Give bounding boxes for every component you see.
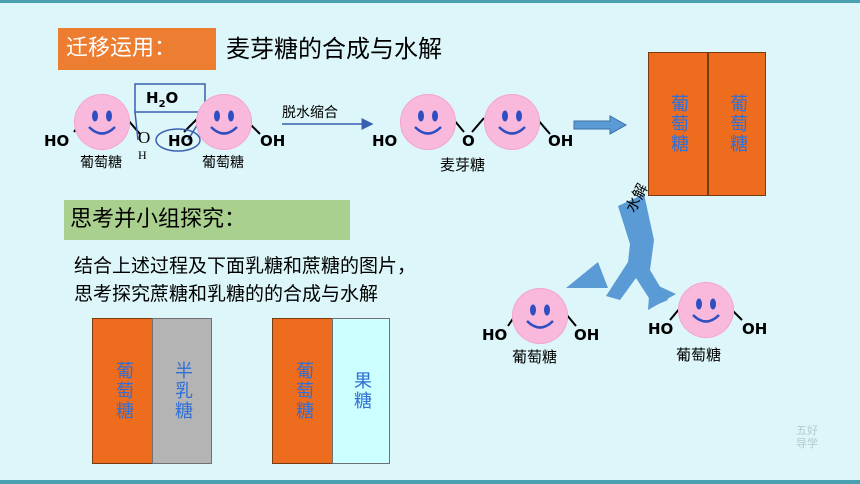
ho-label-2: HO [168, 132, 194, 150]
sucrose-block-fructose: 果糖 [332, 318, 390, 464]
hyd-glucose-label-2: 葡萄糖 [676, 346, 722, 364]
maltose-oh-label: OH [548, 132, 574, 150]
glucose-molecule-2 [196, 94, 252, 150]
maltose-block-right: 葡萄糖 [708, 52, 766, 196]
sucrose-block-glucose: 葡萄糖 [272, 318, 334, 464]
maltose-molecule-1 [400, 94, 456, 150]
hyd-ho-label-2: HO [648, 320, 674, 338]
question-line-1: 结合上述过程及下面乳糖和蔗糖的图片， [74, 255, 417, 277]
ho-label: HO [44, 132, 70, 150]
slide-title: 麦芽糖的合成与水解 [226, 35, 442, 63]
maltose-label: 麦芽糖 [440, 156, 486, 174]
glucose-molecule-3 [512, 288, 568, 344]
hydrogen-label: H [138, 148, 147, 162]
water-label: H2O [146, 89, 179, 110]
section-tag-explore: 思考并小组探究： [64, 200, 350, 240]
hyd-oh-label-2: OH [742, 320, 768, 338]
maltose-block-left: 葡萄糖 [648, 52, 708, 196]
oxygen-label: O [138, 128, 151, 147]
hyd-oh-label-1: OH [574, 326, 600, 344]
oh-label: OH [260, 132, 286, 150]
top-border [0, 0, 860, 3]
hyd-ho-label-1: HO [482, 326, 508, 344]
reaction-label: 脱水缩合 [282, 105, 338, 121]
watermark: 五好 导学 [796, 424, 818, 450]
lactose-block-glucose: 葡萄糖 [92, 318, 154, 464]
maltose-molecule-2 [484, 94, 540, 150]
lactose-block-galactose: 半乳糖 [152, 318, 212, 464]
glucose-molecule-4 [678, 282, 734, 338]
maltose-o-label: O [462, 132, 475, 150]
bottom-border [0, 480, 860, 484]
hyd-glucose-label-1: 葡萄糖 [512, 348, 558, 366]
maltose-ho-label: HO [372, 132, 398, 150]
glucose-label-2: 葡萄糖 [202, 155, 244, 171]
question-text: 结合上述过程及下面乳糖和蔗糖的图片， 思考探究蔗糖和乳糖的的合成与水解 [74, 252, 416, 308]
glucose-label-1: 葡萄糖 [80, 155, 122, 171]
question-line-2: 思考探究蔗糖和乳糖的的合成与水解 [74, 283, 379, 305]
section-tag-transfer: 迁移运用： [58, 28, 216, 70]
glucose-molecule-1 [74, 94, 130, 150]
